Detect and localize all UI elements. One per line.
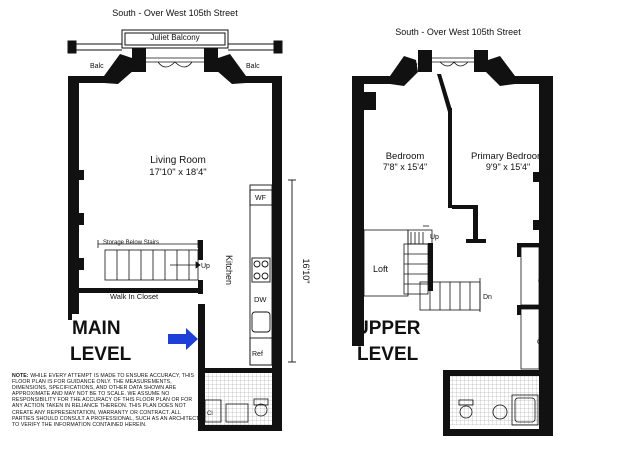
- disclaimer-note: Note: While every attempt is made to ens…: [12, 373, 200, 428]
- main-closet-label: Cl: [207, 411, 213, 417]
- main-stairs: [97, 240, 201, 281]
- balcony-left-label: Balc: [90, 63, 104, 70]
- dw-label: DW: [254, 295, 267, 304]
- upper-closet-1-label: Cl.: [538, 278, 547, 285]
- upper-stairs-and-closets: [363, 171, 552, 426]
- bedroom-dims: 7'8" x 15'4": [383, 162, 427, 172]
- upper-orientation-label: South - Over West 105th Street: [395, 27, 521, 37]
- loft-label: Loft: [373, 264, 389, 274]
- disclaimer-note-text: While every attempt is made to ensure ac…: [12, 373, 200, 428]
- balcony-right-label: Balc: [246, 63, 260, 70]
- main-orientation-label: South - Over West 105th Street: [112, 8, 238, 18]
- main-level-plan: [67, 29, 296, 431]
- wf-label: WF: [255, 195, 266, 202]
- kitchen-label: Kitchen: [224, 255, 234, 285]
- juliet-balcony-rail: [67, 29, 283, 54]
- walk-in-closet-label: Walk In Closet: [110, 292, 159, 301]
- juliet-balcony-label: Juliet Balcony: [150, 33, 199, 42]
- main-windows: [105, 57, 245, 81]
- upper-heading-line2: LEVEL: [357, 344, 419, 365]
- kitchen-length-label: 16'10": [301, 259, 311, 284]
- living-room-dims: 17'10" x 18'4": [149, 167, 206, 178]
- upper-up-label: Up: [430, 234, 439, 241]
- main-heading-line1: MAIN: [72, 318, 121, 339]
- living-room-label: Living Room: [150, 155, 206, 166]
- upper-level-plan: [352, 50, 553, 436]
- ref-label: Ref: [252, 351, 263, 358]
- kitchen-cabinets: [249, 179, 296, 366]
- storage-label: Storage Below Stairs: [103, 240, 159, 246]
- bedroom-label: Bedroom: [386, 151, 425, 162]
- upper-windows: [391, 57, 514, 82]
- disclaimer-note-label: Note:: [12, 373, 29, 379]
- main-bath-fixtures: [204, 398, 269, 423]
- upper-closet-2-label: Cl.: [537, 339, 546, 346]
- main-heading-line2: LEVEL: [70, 344, 132, 365]
- upper-heading-line1: UPPER: [355, 318, 421, 339]
- primary-bedroom-label: Primary Bedroom: [471, 151, 545, 162]
- upper-dn-label: Dn: [483, 294, 492, 301]
- main-walls: [68, 48, 282, 431]
- primary-bedroom-dims: 9'9" x 15'4": [486, 162, 530, 172]
- entry-arrow-icon: [168, 328, 198, 350]
- main-up-label: Up: [201, 263, 210, 270]
- main-tile-floor: [205, 370, 280, 425]
